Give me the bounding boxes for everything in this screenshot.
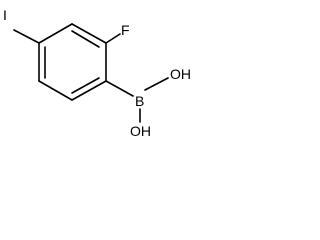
bond-ring-c3-c4 (38, 23, 73, 44)
atom-label-fluorine: F (121, 22, 130, 38)
bond-c-i (13, 29, 40, 44)
structure-diagram: I F B OH OH (0, 0, 196, 138)
bond-ring-c2-c3 (71, 23, 107, 44)
molecule-drawing: I F B OH OH (3, 7, 191, 138)
bond-c-f (105, 33, 121, 44)
bond-ring-c6-c1 (71, 80, 107, 101)
atom-label-boron: B (135, 93, 144, 109)
double-bond-inner-bottom (71, 77, 100, 94)
bond-b-oh-top (144, 77, 169, 91)
atom-label-hydroxyl-bottom: OH (130, 123, 151, 138)
bond-ring-c5-c6 (38, 80, 73, 101)
atom-label-hydroxyl-top: OH (170, 66, 191, 82)
bond-c-b (105, 80, 134, 97)
atom-label-iodine: I (3, 7, 7, 23)
double-bond-inner-top (71, 30, 100, 48)
